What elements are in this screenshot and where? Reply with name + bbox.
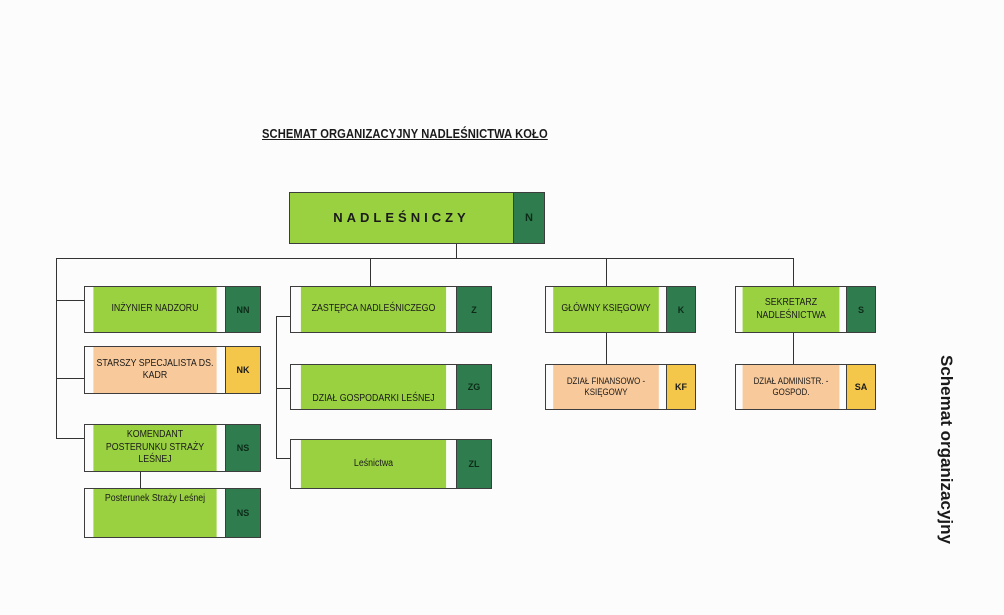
node-lesnictwa: Leśnictwa ZL: [290, 439, 492, 489]
node-code: ZL: [456, 440, 491, 488]
connector-line: [276, 316, 277, 458]
node-code: NS: [225, 489, 260, 537]
node-label: DZIAŁ ADMINISTR. - GOSPOD.: [742, 365, 840, 409]
connector-line: [140, 472, 141, 488]
connector-line: [56, 378, 84, 379]
connector-line: [56, 300, 84, 301]
node-code: SA: [846, 365, 875, 409]
node-code: K: [666, 287, 695, 332]
node-gospodarka-lesna: DZIAŁ GOSPODARKI LEŚNEJ ZG: [290, 364, 492, 410]
node-label: INŻYNIER NADZORU: [93, 287, 217, 332]
node-label: NADLEŚNICZY: [290, 193, 513, 243]
connector-line: [793, 258, 794, 286]
side-label: Schemat organizacyjny: [926, 355, 966, 595]
node-sekretarz: SEKRETARZ NADLEŚNICTWA S: [735, 286, 876, 333]
node-code: N: [513, 193, 544, 243]
connector-line: [456, 244, 457, 258]
node-code: NN: [225, 287, 260, 332]
node-label: DZIAŁ GOSPODARKI LEŚNEJ: [300, 365, 447, 409]
node-label: DZIAŁ FINANSOWO - KSIĘGOWY: [553, 365, 659, 409]
node-code: S: [846, 287, 875, 332]
connector-line: [56, 258, 57, 438]
connector-line: [276, 458, 290, 459]
node-code: ZG: [456, 365, 491, 409]
node-inzynier-nadzoru: INŻYNIER NADZORU NN: [84, 286, 261, 333]
node-komendant: KOMENDANT POSTERUNKU STRAŻY LEŚNEJ NS: [84, 424, 261, 472]
node-label: Leśnictwa: [300, 440, 447, 488]
node-nadlesniczy: NADLEŚNICZY N: [289, 192, 545, 244]
node-label: GŁÓWNY KSIĘGOWY: [553, 287, 659, 332]
node-label: Posterunek Straży Leśnej: [93, 489, 217, 537]
node-glowny-ksiegowy: GŁÓWNY KSIĘGOWY K: [545, 286, 696, 333]
node-dzial-finansowy: DZIAŁ FINANSOWO - KSIĘGOWY KF: [545, 364, 696, 410]
connector-line: [276, 316, 290, 317]
node-label: STARSZY SPECJALISTA DS. KADR: [93, 347, 217, 393]
connector-line: [606, 258, 607, 286]
node-zastepca: ZASTĘPCA NADLEŚNICZEGO Z: [290, 286, 492, 333]
node-code: KF: [666, 365, 695, 409]
node-specjalista-kadr: STARSZY SPECJALISTA DS. KADR NK: [84, 346, 261, 394]
connector-line: [56, 438, 84, 439]
node-label: SEKRETARZ NADLEŚNICTWA: [742, 287, 840, 332]
node-label: ZASTĘPCA NADLEŚNICZEGO: [300, 287, 447, 332]
chart-title: SCHEMAT ORGANIZACYJNY NADLEŚNICTWA KOŁO: [262, 126, 548, 141]
side-label-text: Schemat organizacyjny: [937, 355, 956, 544]
connector-line: [793, 333, 794, 364]
node-code: NS: [225, 425, 260, 471]
connector-line: [56, 258, 793, 259]
node-label: KOMENDANT POSTERUNKU STRAŻY LEŚNEJ: [93, 425, 217, 471]
connector-line: [370, 258, 371, 286]
connector-line: [606, 333, 607, 364]
node-code: Z: [456, 287, 491, 332]
connector-line: [276, 388, 290, 389]
node-dzial-administracyjny: DZIAŁ ADMINISTR. - GOSPOD. SA: [735, 364, 876, 410]
node-posterunek: Posterunek Straży Leśnej NS: [84, 488, 261, 538]
node-code: NK: [225, 347, 260, 393]
